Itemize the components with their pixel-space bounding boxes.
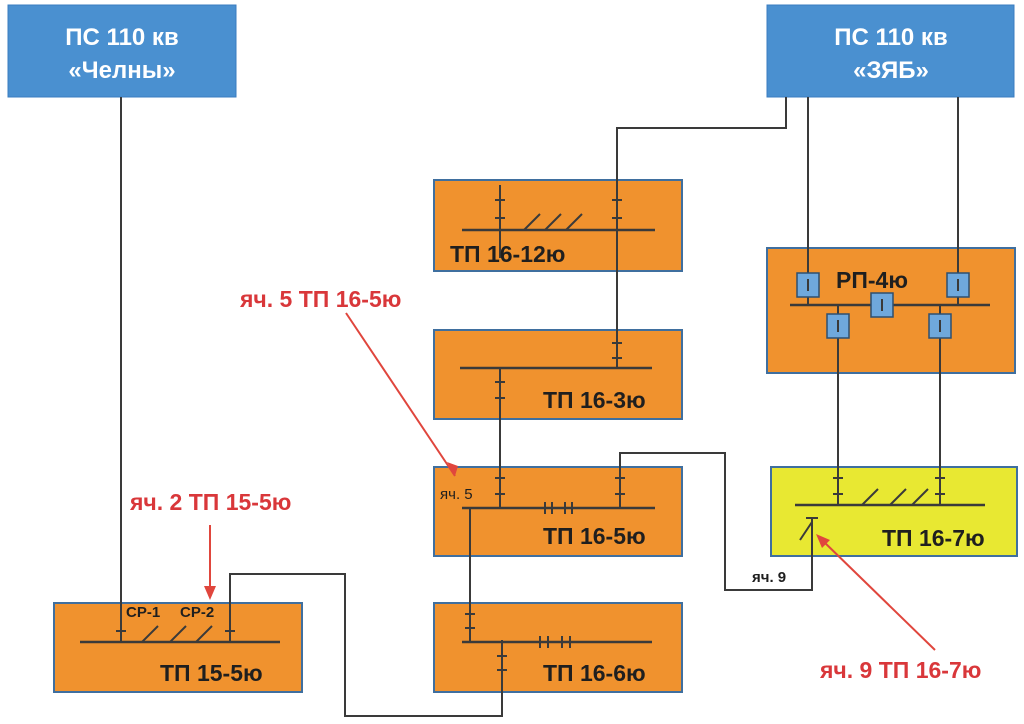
tp16-3-box [433,329,683,420]
tp16-6-label: ТП 16-6ю [543,660,646,686]
rp4-schematic [790,272,990,339]
callout-cell5-tp16-5: яч. 5 ТП 16-5ю [239,286,401,312]
tp16-3-label: ТП 16-3ю [543,387,646,413]
rp4-label: РП-4ю [836,267,908,293]
tp16-5-schematic [462,470,655,514]
substation-zyab-box [766,4,1015,98]
tp16-6-schematic [462,606,652,682]
sr2-label: СР-2 [180,604,214,621]
tp16-12-label: ТП 16-12ю [450,241,565,267]
tp16-7-label: ТП 16-7ю [882,525,985,551]
tp15-5-box [53,602,303,693]
tp15-5-label: ТП 15-5ю [160,660,263,686]
substation-chelny-box [7,4,237,98]
tp16-12-schematic [462,185,655,268]
tp16-6-box [433,602,683,693]
sr1-label: СР-1 [126,604,160,621]
tp16-7-schematic [795,470,985,541]
substation-chelny-line1: ПС 110 кв [65,24,178,51]
callout-cell9-tp16-7: яч. 9 ТП 16-7ю [819,657,981,683]
substation-zyab-line2: «ЗЯБ» [853,57,929,84]
tp16-12-box [433,179,683,272]
substation-zyab-line1: ПС 110 кв [834,24,947,51]
tp16-3-schematic [460,335,652,408]
substation-chelny-line2: «Челны» [68,57,175,84]
callout-cell2-tp15-5: яч. 2 ТП 15-5ю [129,489,291,515]
tp16-5-box [433,466,683,557]
cell9-label: яч. 9 [752,569,786,586]
tp16-5-label: ТП 16-5ю [543,523,646,549]
callout-arrows [204,312,936,651]
tp15-5-schematic [80,625,280,644]
cell5-label: яч. 5 [440,486,473,503]
cell9-label-bg [738,566,808,588]
